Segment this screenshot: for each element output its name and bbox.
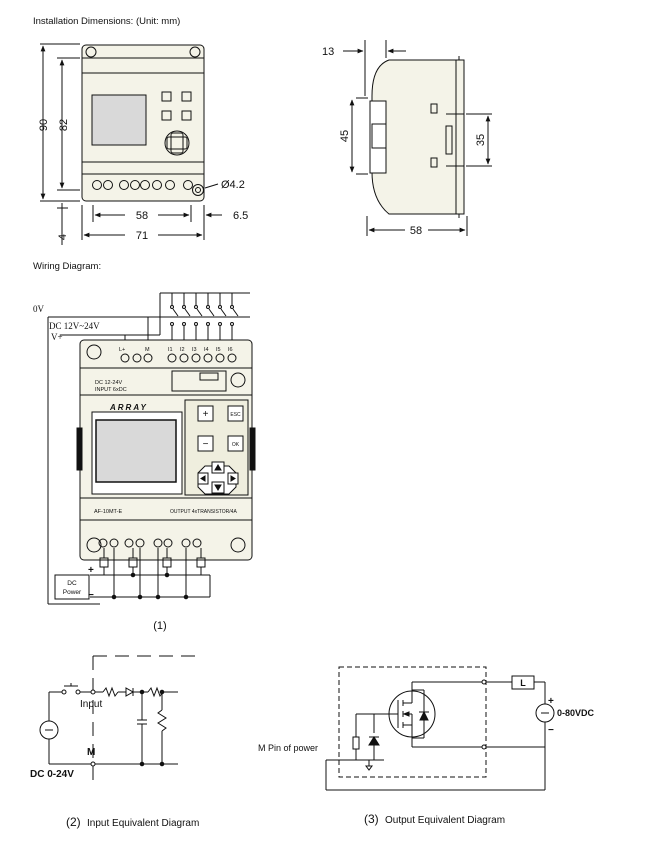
output-spec-label: OUTPUT 4xTRANSISTOR/4A (170, 509, 237, 515)
m-label: M (87, 747, 95, 758)
caption-1: (1) (153, 620, 166, 632)
dim-71: 71 (136, 230, 148, 242)
side-view (343, 40, 492, 236)
wiring-heading: Wiring Diagram: (33, 261, 102, 272)
input-equivalent-diagram (39, 655, 203, 782)
input-diagram-labels: Input M DC 0-24V (2) Input Equivalent Di… (30, 699, 199, 829)
front-screen (91, 94, 147, 146)
input-label: Input (80, 699, 102, 710)
dim-35: 35 (475, 134, 487, 146)
dim-hole: Ø4.2 (221, 179, 245, 191)
caption-2: Input Equivalent Diagram (87, 818, 199, 829)
terminal-label: I5 (216, 347, 221, 353)
zero-v-label: 0V (33, 304, 45, 314)
terminal-label: I6 (228, 347, 233, 353)
terminal-label: I1 (168, 347, 173, 353)
dc-0-24v-label: DC 0-24V (30, 769, 74, 780)
dim-45: 45 (339, 130, 351, 142)
mount-hole-bottom (192, 184, 204, 196)
dim-6-5: 6.5 (233, 210, 248, 222)
dc-minus-label: − (88, 590, 94, 601)
dim-58-side: 58 (410, 225, 422, 237)
front-dpad (164, 130, 190, 156)
wiring-diagram (47, 292, 256, 605)
input-spec-label: DC 12-24V (95, 380, 123, 386)
output-plus-label: + (548, 696, 554, 707)
installation-heading: Installation Dimensions: (Unit: mm) (33, 16, 181, 27)
caption-3-num: (3) (364, 812, 379, 826)
front-view (40, 43, 222, 245)
plus-key (197, 405, 214, 422)
dc-plus-label: + (88, 565, 94, 576)
supply-label: DC 12V~24V (49, 321, 100, 331)
dim-13: 13 (322, 46, 334, 58)
load-label: L (520, 678, 526, 688)
dim-4: 4 (57, 234, 69, 240)
wiring-labels: 0V DC 12V~24V V+ L+ M I1 I2 I3 I4 I5 I6 … (33, 304, 241, 632)
terminal-label: I4 (204, 347, 209, 353)
minus-key (197, 435, 214, 452)
terminal-label: M (145, 347, 150, 353)
caption-2-num: (2) (66, 815, 81, 829)
dc-power-label: Power (63, 589, 82, 596)
terminal-label: L+ (119, 347, 125, 353)
terminal-label: I3 (192, 347, 197, 353)
output-diagram-labels: M Pin of power L 0-80VDC + − (3) Output … (258, 678, 595, 826)
input-spec-label: INPUT 6xDC (95, 387, 127, 393)
mount-hole-top-right (189, 46, 201, 58)
output-minus-label: − (548, 725, 554, 736)
v-plus-label: V+ (51, 332, 63, 342)
ok-key-label: OK (232, 442, 240, 448)
model-label: AF-10MT-E (94, 509, 122, 515)
dc-power-box (54, 574, 90, 600)
esc-key (227, 405, 244, 422)
esc-key-label: ESC (230, 412, 241, 418)
terminal-label: I2 (180, 347, 185, 353)
brand-logo: ARRAY (109, 403, 148, 412)
plc-screen (95, 419, 177, 483)
plus-key-label: + (203, 409, 209, 420)
minus-key-label: − (203, 439, 209, 450)
0-80vdc-label: 0-80VDC (557, 708, 595, 718)
dc-power-label: DC (67, 580, 77, 587)
ok-key (227, 435, 244, 452)
m-pin-label: M Pin of power (258, 743, 318, 753)
dim-90: 90 (38, 119, 50, 131)
output-equivalent-diagram (325, 666, 555, 791)
dim-58-front: 58 (136, 210, 148, 222)
mount-hole-top-left (85, 46, 97, 58)
caption-3: Output Equivalent Diagram (385, 815, 505, 826)
dim-82: 82 (58, 119, 70, 131)
